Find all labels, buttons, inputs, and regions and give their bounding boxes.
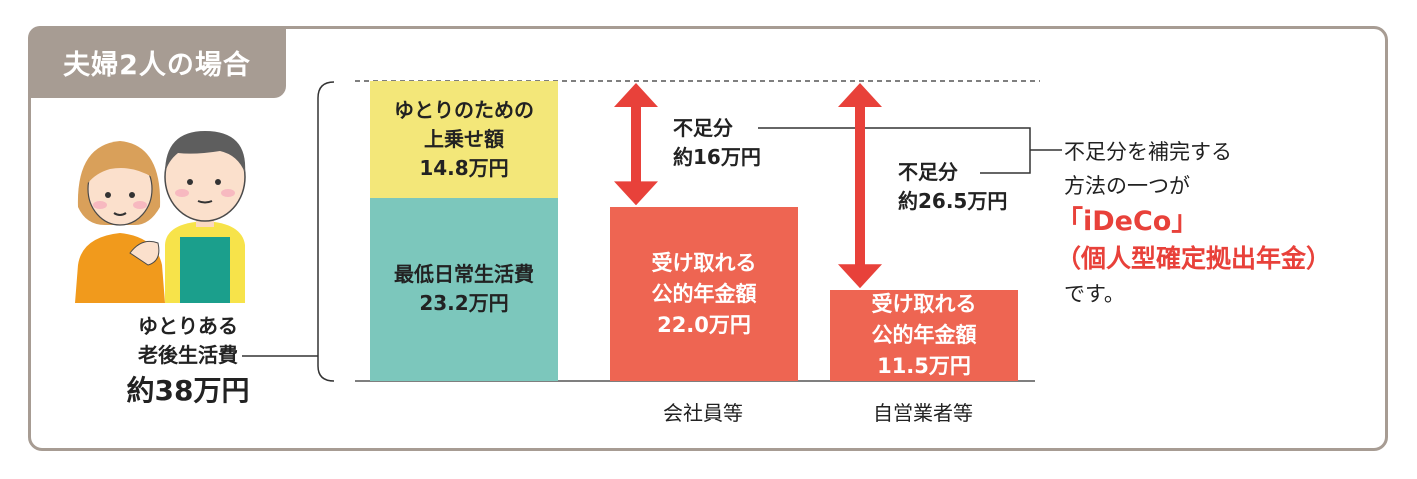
man-figure [164,131,246,303]
right-text-ideco-full: （個人型確定拠出年金） [1056,244,1332,273]
shortfall-employee-label: 不足分 約16万円 [673,114,761,172]
bar-employee-pension: 受け取れる 公的年金額 22.0万円 [610,207,798,381]
arrow-head-bottom [614,181,658,206]
shortfall-arrow-employee [614,83,658,206]
category-employee: 会社員等 [663,401,743,425]
self-line1: 受け取れる [871,292,977,317]
shortfall-employee-title: 不足分 [673,116,733,140]
shortfall-employee-amount: 約16万円 [673,145,761,169]
shortfall-arrow-self [838,83,882,289]
right-text: 不足分を補完する 方法の一つが 「iDeCo」 （個人型確定拠出年金） です。 [1056,135,1384,311]
bar-self-employed-pension: 受け取れる 公的年金額 11.5万円 [830,290,1018,381]
bar-yutori: ゆとりのための 上乗せ額 14.8万円 [370,81,558,198]
left-label-line2: 老後生活費 [138,343,238,367]
arrow-head-top [838,83,882,107]
yutori-line2: 上乗せ額 [424,126,504,151]
minimum-line1: 最低日常生活費 [394,262,534,287]
arrow-head-bottom [838,264,882,289]
tab-title: 夫婦2人の場合 [63,49,251,81]
shortfall-self-label: 不足分 約26.5万円 [898,158,1007,216]
left-bracket [317,81,335,382]
minimum-line2: 23.2万円 [419,291,509,316]
bar-minimum-living: 最低日常生活費 23.2万円 [370,197,558,381]
right-text-ideco: 「iDeCo」 [1056,206,1199,237]
woman-figure [75,141,165,303]
yutori-line1: ゆとりのための [394,97,534,122]
arrow-head-top [614,83,658,107]
left-label: ゆとりある 老後生活費 約38万円 [88,312,288,410]
right-text-line1: 不足分を補完する [1064,140,1232,164]
case-tab: 夫婦2人の場合 [28,26,286,98]
employee-line3: 22.0万円 [657,312,751,337]
employee-line2: 公的年金額 [651,281,757,306]
arrow-shaft [631,105,641,183]
right-text-line3: です。 [1064,282,1125,306]
couple-illustration [75,131,246,303]
left-label-amount: 約38万円 [126,374,250,407]
shortfall-self-amount: 約26.5万円 [898,189,1008,213]
self-line2: 公的年金額 [871,323,977,348]
self-line3: 11.5万円 [877,354,971,379]
right-text-line2: 方法の一つが [1064,174,1190,198]
category-self-employed: 自営業者等 [873,401,973,425]
left-label-line1: ゆとりある [138,314,238,338]
employee-line1: 受け取れる [651,250,757,275]
outer-frame [28,26,1388,451]
yutori-line3: 14.8万円 [419,155,509,180]
arrow-shaft [855,105,865,266]
shortfall-self-title: 不足分 [898,160,958,184]
